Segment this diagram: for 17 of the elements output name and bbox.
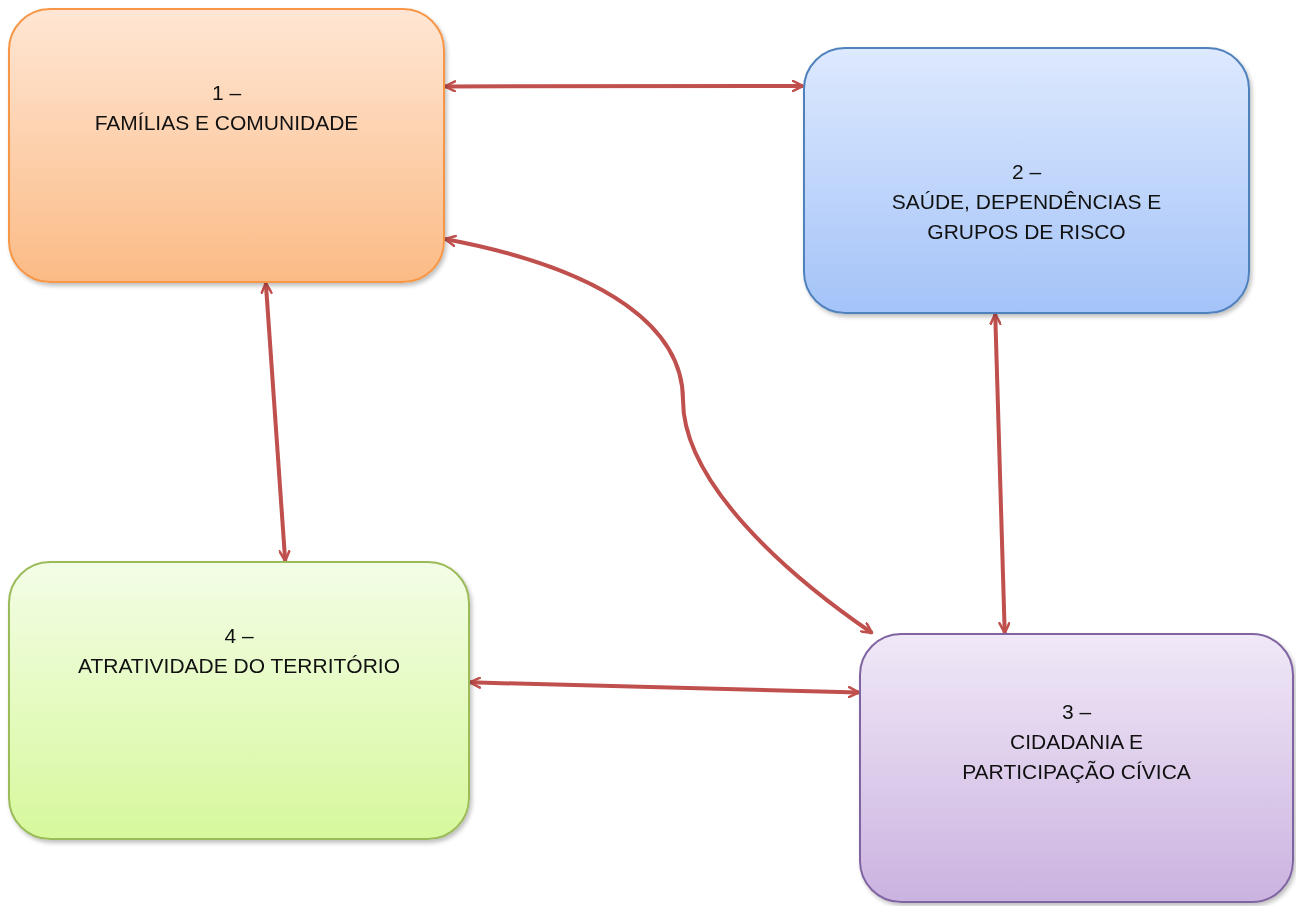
double-arrow (468, 676, 861, 699)
double-arrow (443, 234, 874, 635)
double-arrow (443, 79, 805, 93)
topic-box (8, 8, 445, 283)
box-number: 2 – (1011, 159, 1042, 185)
box-number: 3 – (1061, 699, 1092, 725)
box-title: CIDADANIA E PARTICIPAÇÃO CÍVICA (961, 729, 1192, 785)
box-title: FAMÍLIAS E COMUNIDADE (94, 110, 359, 136)
box-title: SAÚDE, DEPENDÊNCIAS E GRUPOS DE RISCO (890, 189, 1163, 245)
double-arrow (260, 281, 291, 563)
double-arrow (989, 312, 1011, 635)
topic-box (8, 561, 470, 840)
box-number: 4 – (224, 623, 254, 649)
topic-box (859, 633, 1294, 903)
box-title: ATRATIVIDADE DO TERRITÓRIO (78, 653, 400, 679)
box-number: 1 – (211, 80, 242, 106)
topic-box (803, 47, 1250, 314)
